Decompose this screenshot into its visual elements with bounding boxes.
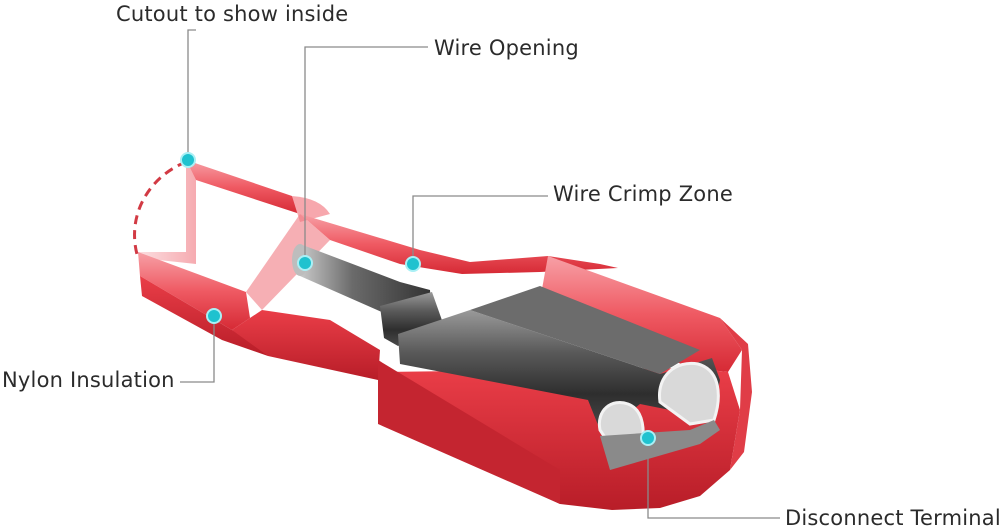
marker-crimp xyxy=(406,257,420,271)
label-wire-opening: Wire Opening xyxy=(434,38,579,59)
label-nylon-insulation: Nylon Insulation xyxy=(2,370,175,391)
leader-cutout xyxy=(188,30,196,160)
label-wire-crimp-zone: Wire Crimp Zone xyxy=(553,184,733,205)
cutout-dashed-arc xyxy=(135,162,186,258)
label-cutout: Cutout to show inside xyxy=(116,4,348,25)
marker-wire-opening xyxy=(298,256,312,270)
label-disconnect-terminal: Disconnect Terminal xyxy=(785,508,1000,529)
marker-disconnect xyxy=(641,431,655,445)
marker-cutout xyxy=(181,153,195,167)
marker-nylon xyxy=(207,309,221,323)
